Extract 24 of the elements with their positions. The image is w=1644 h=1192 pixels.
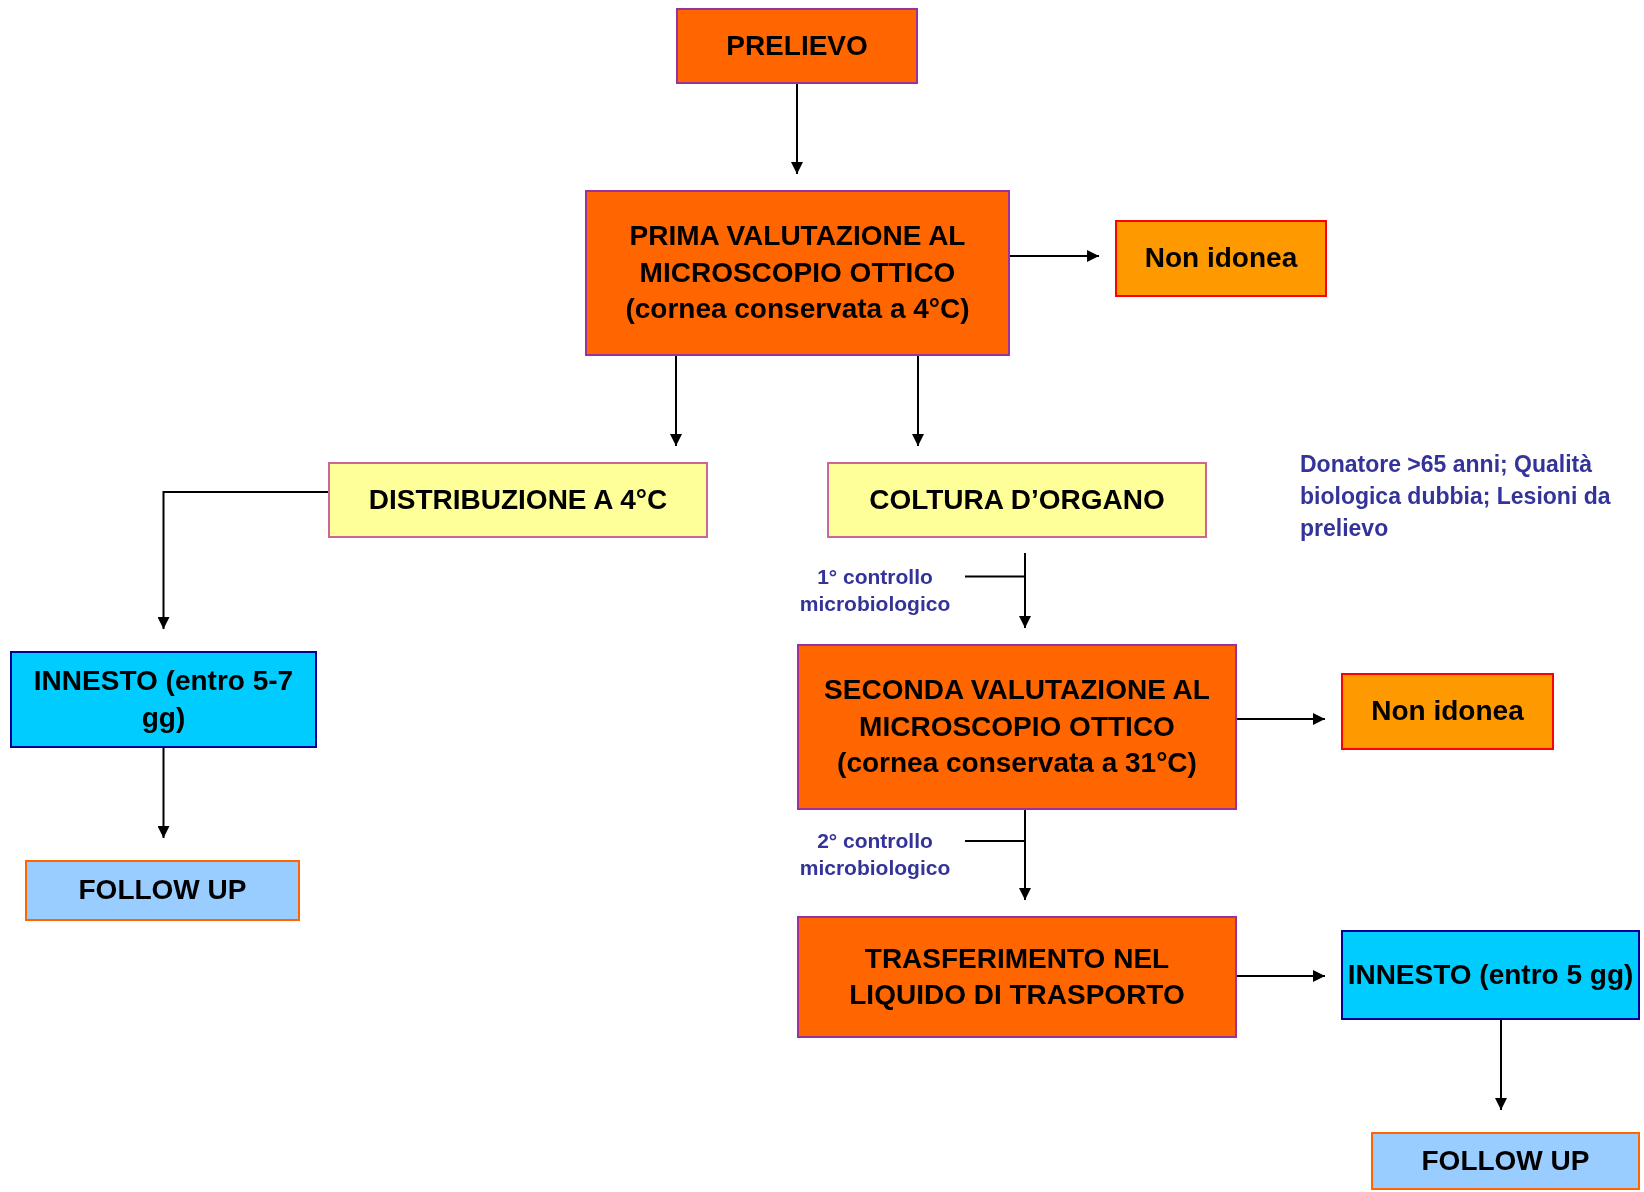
arrow: [1236, 970, 1326, 982]
process-box: TRASFERIMENTO NEL LIQUIDO DI TRASPORTO: [797, 916, 1237, 1038]
outcome-box: Non idonea: [1341, 673, 1554, 750]
process-box: DISTRIBUZIONE A 4°C: [328, 462, 708, 538]
process-box: INNESTO (entro 5 gg): [1341, 930, 1640, 1020]
process-box: COLTURA D’ORGANO: [827, 462, 1207, 538]
process-box: PRELIEVO: [676, 8, 918, 84]
arrow: [912, 355, 924, 447]
process-box: INNESTO (entro 5-7 gg): [10, 651, 317, 748]
arrow: [1236, 713, 1326, 725]
arrow: [157, 491, 329, 630]
arrow: [791, 83, 803, 175]
note-text: Donatore >65 anni; Qualità biologica dubbia; Lesioni da prelievo: [1300, 450, 1612, 544]
outcome-box: Non idonea: [1115, 220, 1327, 297]
outcome-box: FOLLOW UP: [25, 860, 300, 921]
arrow: [1019, 552, 1031, 629]
outcome-box: FOLLOW UP: [1371, 1132, 1640, 1190]
arrow: [670, 355, 682, 447]
arrow: [157, 747, 170, 839]
process-box: SECONDA VALUTAZIONE AL MICROSCOPIO OTTICO (cornea conservata a 31°C): [797, 644, 1237, 810]
arrow: [1009, 250, 1100, 262]
process-box: PRIMA VALUTAZIONE AL MICROSCOPIO OTTICO (cornea conservata a 4°C): [585, 190, 1010, 356]
arrow: [1495, 1019, 1507, 1111]
arrow: [1019, 809, 1031, 901]
